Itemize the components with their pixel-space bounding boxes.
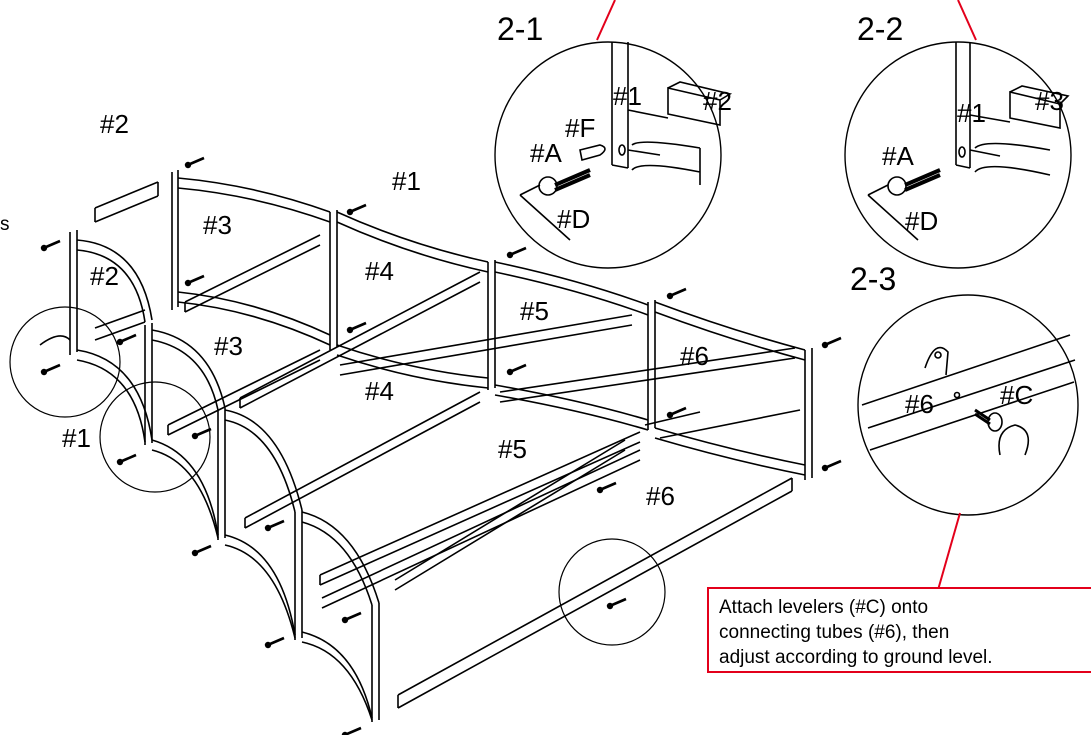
detail-2-1-label-d: #D [557, 204, 590, 234]
edge-text: s [0, 214, 10, 235]
leveler-instruction-box: Attach levelers (#C) onto connecting tub… [707, 587, 1091, 673]
part-labels: #2 #1 #3 #2 #4 #5 #3 #6 #4 #1 #5 #6 s [0, 109, 709, 511]
instruction-line-3: adjust according to ground level. [719, 647, 993, 668]
detail-2-2-label-1: #1 [957, 98, 986, 128]
detail-2-1-label-f: #F [565, 113, 595, 143]
instruction-line-2: connecting tubes (#6), then [719, 622, 950, 643]
label-part-5-upper: #5 [520, 296, 549, 326]
label-part-6-lower: #6 [646, 481, 675, 511]
detail-2-3: 2-3 #6 #C [850, 261, 1079, 591]
detail-2-1-label-a: #A [530, 138, 562, 168]
label-part-3-lower: #3 [214, 331, 243, 361]
detail-2-1: 2-1 #1 #2 #F #A #D [494, 0, 733, 269]
detail-2-2-title: 2-2 [857, 11, 903, 47]
detail-2-3-label-c: #C [1000, 380, 1033, 410]
label-part-4-lower: #4 [365, 376, 394, 406]
curved-arches [39, 177, 806, 721]
detail-2-2: 2-2 #1 #3 #A #D [844, 0, 1072, 269]
detail-2-2-label-3: #3 [1035, 86, 1064, 116]
label-part-2-left: #2 [90, 261, 119, 291]
label-part-1-mid: #1 [392, 166, 421, 196]
label-part-6-upper: #6 [680, 341, 709, 371]
label-part-1-left: #1 [62, 423, 91, 453]
detail-2-3-label-6: #6 [905, 389, 934, 419]
rack-frame [39, 170, 813, 722]
detail-2-1-label-2: #2 [703, 86, 732, 116]
label-part-4-upper: #4 [365, 256, 394, 286]
detail-2-1-label-1: #1 [613, 81, 642, 111]
instruction-line-1: Attach levelers (#C) onto [719, 597, 929, 618]
detail-2-3-title: 2-3 [850, 261, 896, 297]
detail-2-2-label-a: #A [882, 141, 914, 171]
vertical-posts [69, 170, 813, 722]
label-part-3-upper: #3 [203, 210, 232, 240]
highlight-circles [9, 306, 666, 646]
detail-2-2-label-d: #D [905, 206, 938, 236]
label-part-2-top: #2 [100, 109, 129, 139]
detail-2-1-title: 2-1 [497, 11, 543, 47]
label-part-5-lower: #5 [498, 434, 527, 464]
connecting-tubes [94, 181, 801, 709]
